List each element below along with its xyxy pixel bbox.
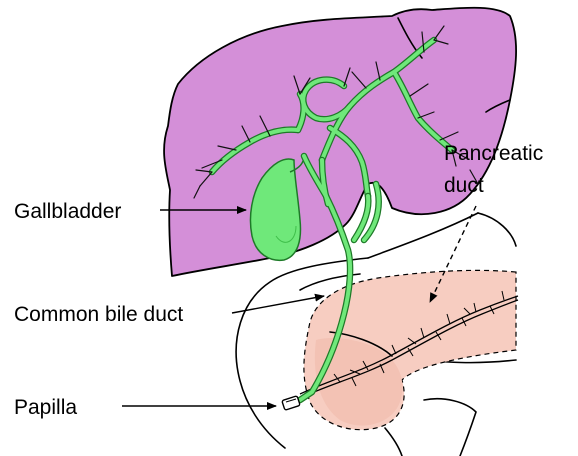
pancreatic-duct-label-line1: Pancreatic — [444, 142, 543, 165]
papilla-label: Papilla — [14, 396, 77, 419]
common-bile-duct-label: Common bile duct — [14, 303, 183, 326]
common-bile-duct-pointer — [232, 296, 324, 313]
pancreatic-duct-label-line2: duct — [444, 174, 484, 197]
papilla — [282, 396, 300, 410]
gallbladder-label: Gallbladder — [14, 200, 121, 223]
